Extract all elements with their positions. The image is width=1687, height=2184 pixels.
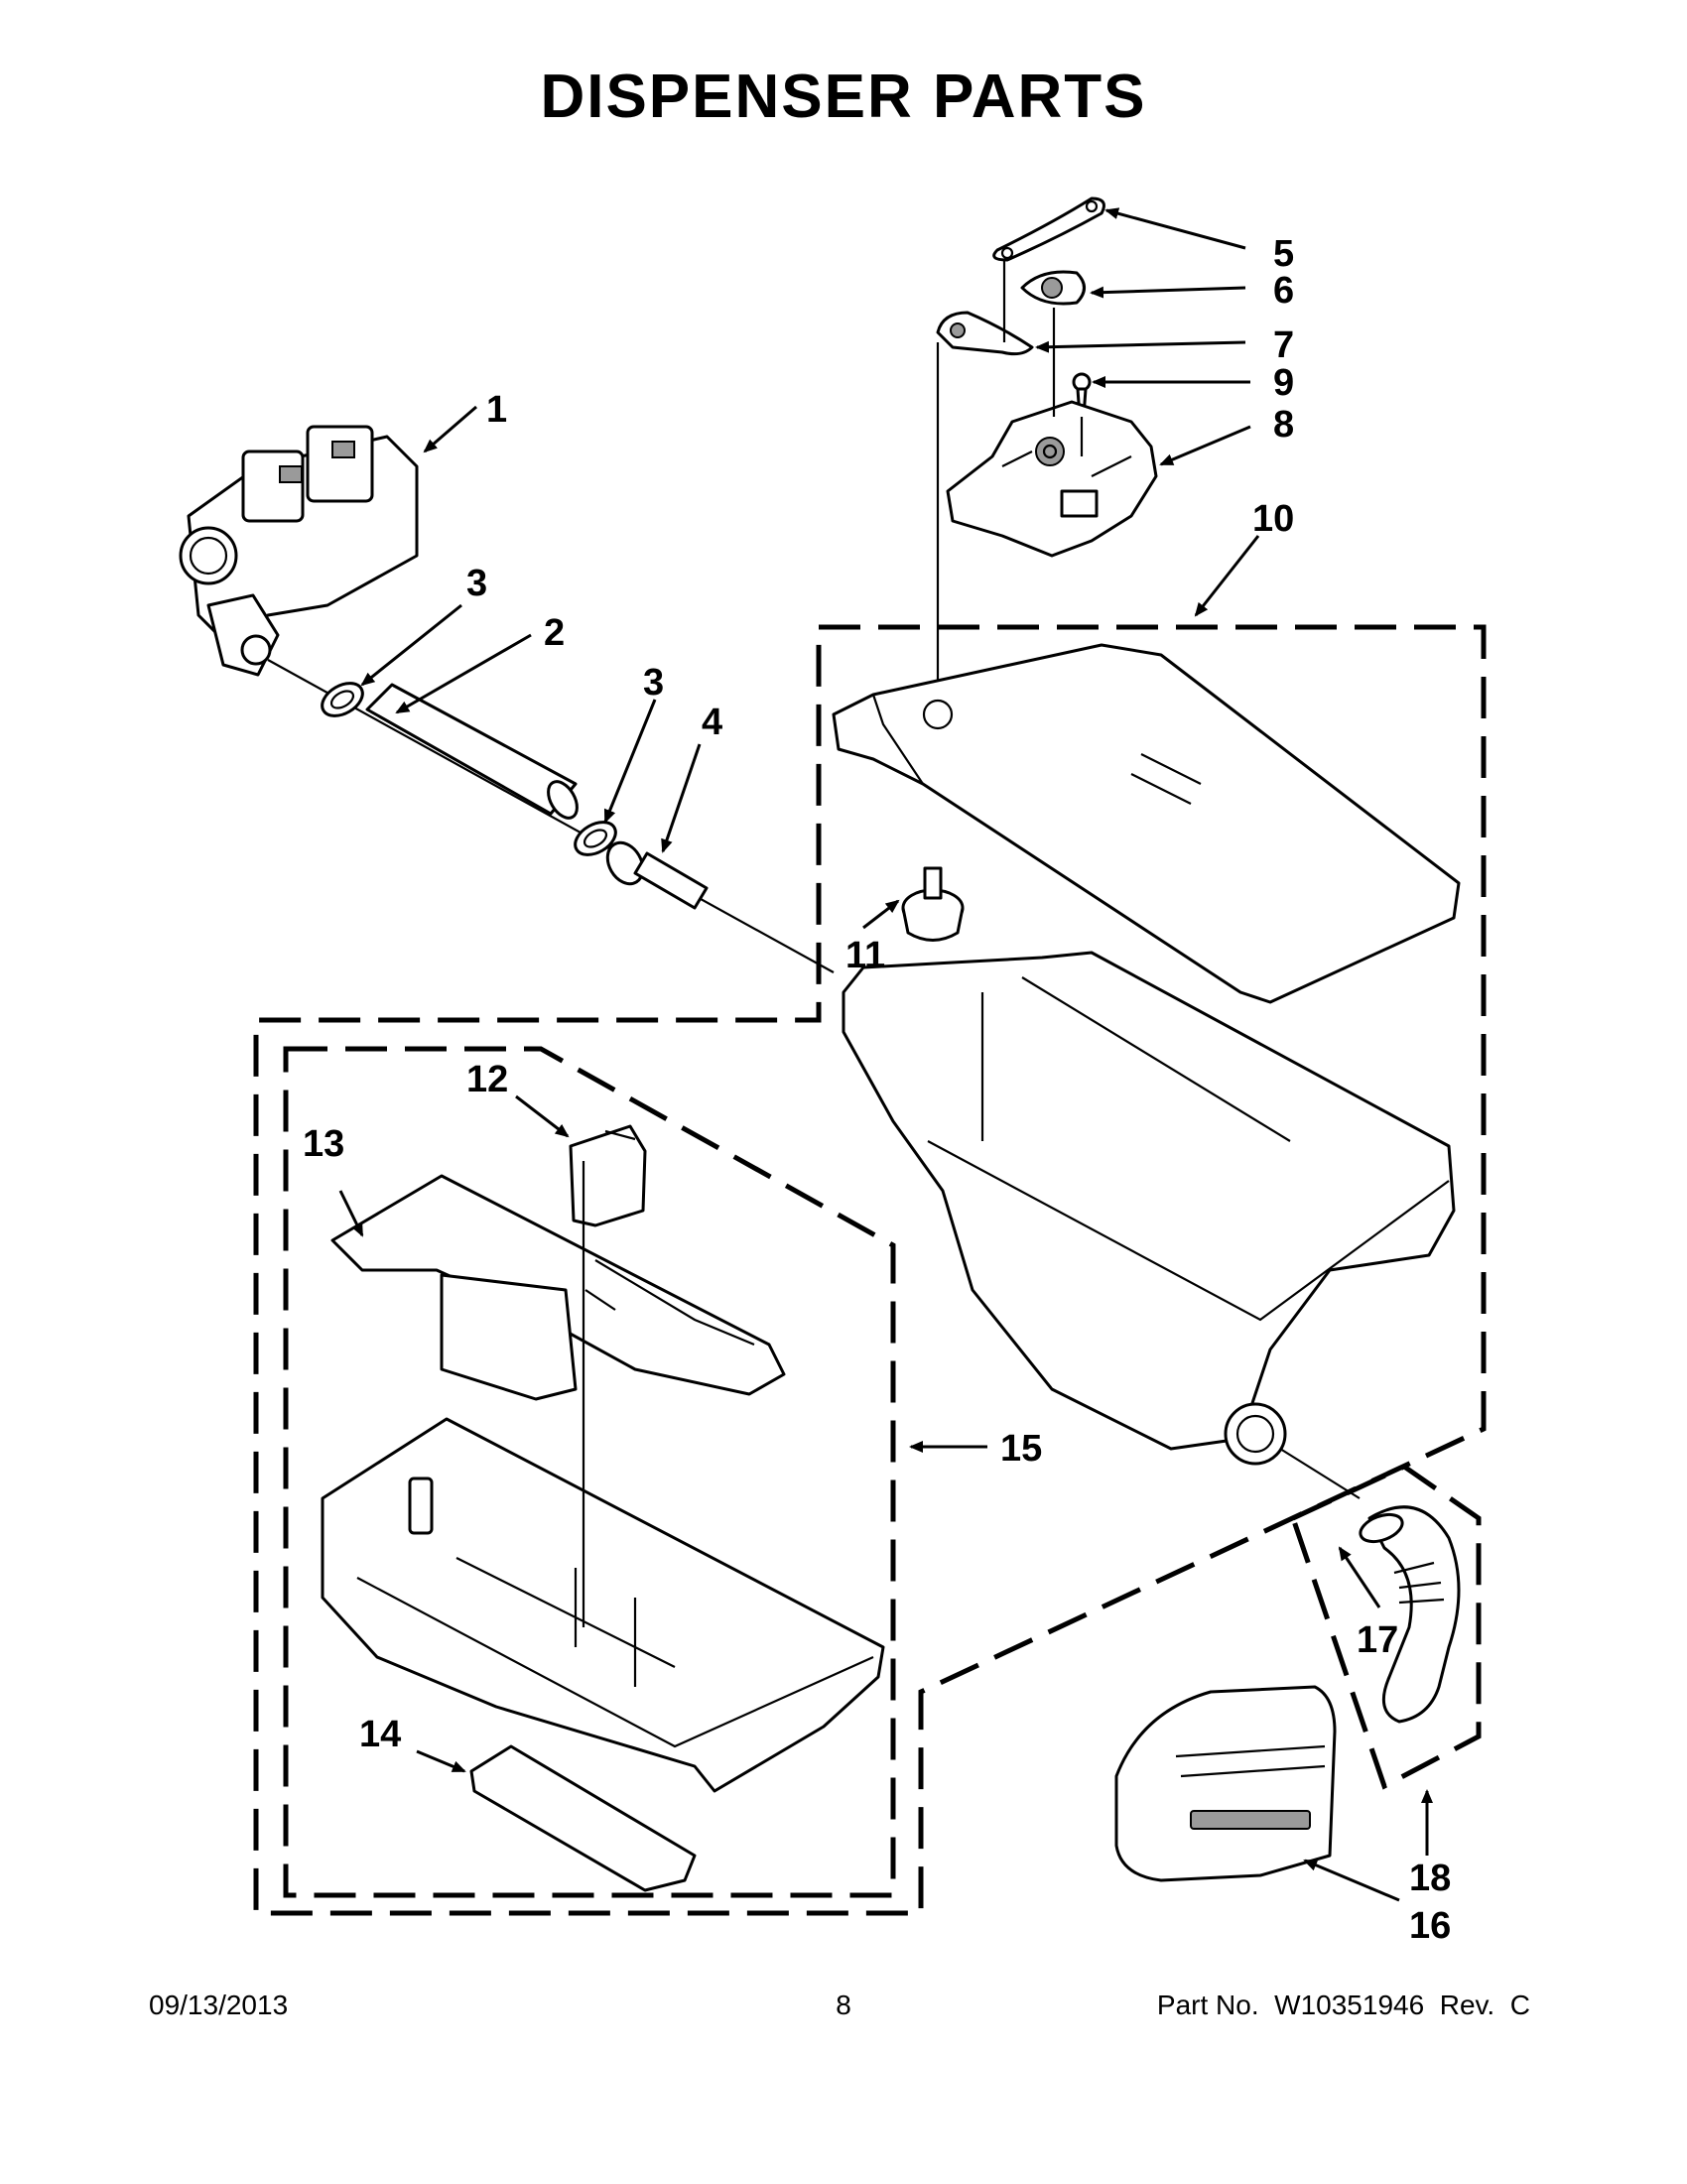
footer-part-number: Part No. W10351946 Rev. C <box>1156 1990 1530 2020</box>
bellows-hose-part <box>1359 1505 1461 1724</box>
callout-18: 18 <box>1409 1858 1451 1899</box>
inlet-hose-part <box>365 683 579 820</box>
dispenser-cover-part <box>832 643 1461 1004</box>
callout-2: 2 <box>544 612 565 654</box>
callout-7: 7 <box>1273 324 1294 366</box>
callout-6: 6 <box>1273 270 1294 312</box>
callout-9: 9 <box>1273 362 1294 404</box>
callout-14: 14 <box>359 1714 401 1755</box>
flap-part <box>569 1124 647 1227</box>
nozzle-part <box>605 840 709 910</box>
callout-leaders <box>338 207 1433 1902</box>
inlet-valve-part <box>179 425 419 677</box>
gasket-part-7 <box>936 311 1034 356</box>
dispenser-handle-part <box>1114 1685 1337 1882</box>
drawer-insert-part <box>469 1744 697 1892</box>
callout-3b: 3 <box>643 662 664 704</box>
callout-17: 17 <box>1357 1619 1398 1661</box>
callout-8: 8 <box>1273 404 1294 446</box>
assembly-outline-15 <box>283 1046 896 1898</box>
dispenser-drawer-part <box>321 1417 885 1793</box>
assembly-outline-10 <box>253 624 1487 1916</box>
callout-10: 10 <box>1252 498 1294 540</box>
callout-16: 16 <box>1409 1905 1451 1947</box>
dispenser-housing-part <box>842 951 1456 1466</box>
callout-3a: 3 <box>466 563 487 604</box>
callout-15: 15 <box>1000 1428 1042 1470</box>
hose-clamp-part <box>321 682 364 717</box>
callout-13: 13 <box>303 1123 344 1165</box>
callout-12: 12 <box>466 1059 508 1100</box>
gasket-part-6 <box>1020 270 1086 306</box>
callout-11: 11 <box>845 935 885 976</box>
assembly-outline-17 <box>1289 1464 1482 1790</box>
page-title: DISPENSER PARTS <box>540 63 1147 131</box>
footer-date: 09/13/2013 <box>149 1990 289 2020</box>
dispenser-tray-part <box>330 1174 786 1401</box>
gasket-part-5 <box>992 196 1105 262</box>
callout-1: 1 <box>486 389 507 431</box>
callout-labels: 1 2 3 3 4 5 6 7 9 8 10 11 12 13 15 14 17… <box>303 233 1451 1947</box>
footer-page-number: 8 <box>836 1990 851 2020</box>
hose-clamp-part-2 <box>574 821 617 856</box>
siphon-cap-part <box>901 866 965 942</box>
actuator-part <box>946 400 1158 558</box>
callout-5: 5 <box>1273 233 1294 275</box>
callout-4: 4 <box>702 702 722 743</box>
